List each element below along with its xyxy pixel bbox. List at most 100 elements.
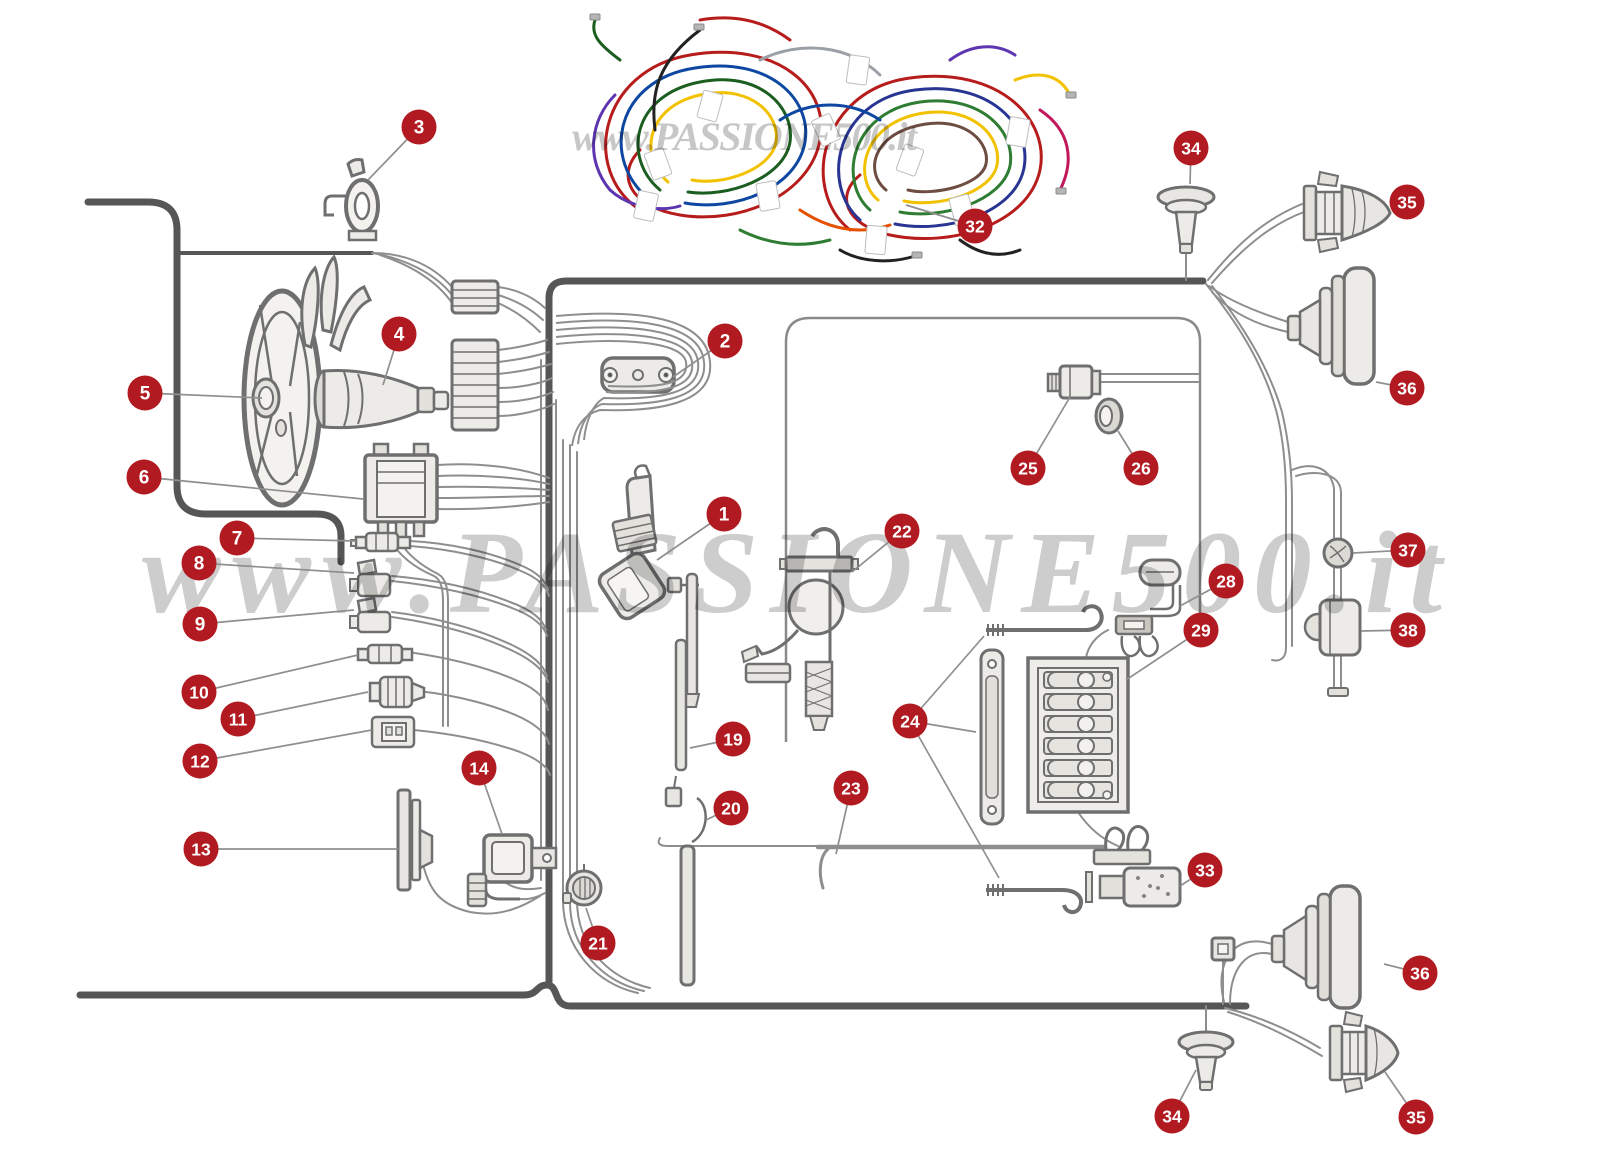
inline-fuse-10 bbox=[356, 643, 414, 665]
badge-number: 20 bbox=[721, 799, 741, 819]
oil-switch-25 bbox=[1046, 364, 1102, 400]
grommet-26 bbox=[1094, 397, 1124, 435]
horn-36-top bbox=[1286, 266, 1376, 386]
wiring-harness-photo bbox=[589, 13, 1077, 263]
badge-35-bottom[interactable]: 35 bbox=[1398, 1099, 1434, 1135]
badge-36-bottom[interactable]: 36 bbox=[1402, 955, 1438, 991]
inline-fuse-7 bbox=[350, 531, 412, 553]
badge-19[interactable]: 19 bbox=[715, 721, 751, 757]
photo-watermark: www.PASSIONE500.it bbox=[572, 114, 919, 159]
connector-stack-upper bbox=[450, 279, 500, 315]
badge-number: 22 bbox=[892, 522, 912, 542]
badge-number: 32 bbox=[965, 217, 985, 237]
leader-line bbox=[909, 635, 985, 722]
badge-8[interactable]: 8 bbox=[181, 545, 217, 581]
wiper-motor-21 bbox=[562, 864, 603, 907]
fuse-feed-connector-and-clip bbox=[1114, 614, 1159, 658]
bracket-14 bbox=[466, 833, 558, 908]
badge-14[interactable]: 14 bbox=[461, 750, 497, 786]
badge-number: 9 bbox=[195, 615, 206, 636]
junction-wire-loops bbox=[555, 312, 712, 447]
hose-clip-33-area bbox=[1085, 825, 1182, 908]
badge-33[interactable]: 33 bbox=[1187, 852, 1223, 888]
badge-number: 33 bbox=[1195, 861, 1215, 881]
badge-3[interactable]: 3 bbox=[401, 109, 437, 145]
relay-38 bbox=[1303, 598, 1362, 697]
bolt-37 bbox=[1322, 537, 1354, 569]
badge-22[interactable]: 22 bbox=[884, 513, 920, 549]
badge-number: 38 bbox=[1398, 621, 1418, 641]
spade-connector-8 bbox=[349, 558, 392, 598]
badge-6[interactable]: 6 bbox=[126, 459, 162, 495]
strip-20-and-connector bbox=[664, 775, 707, 987]
badge-number: 34 bbox=[1162, 1107, 1182, 1127]
badge-7[interactable]: 7 bbox=[219, 520, 255, 556]
badge-number: 37 bbox=[1398, 541, 1417, 561]
badge-35-top[interactable]: 35 bbox=[1389, 184, 1425, 220]
badge-38[interactable]: 38 bbox=[1390, 612, 1426, 648]
horn-36-bottom bbox=[1270, 884, 1362, 1010]
leader-line bbox=[144, 392, 263, 399]
badge-number: 5 bbox=[140, 384, 151, 405]
badge-number: 36 bbox=[1410, 964, 1430, 984]
badge-11[interactable]: 11 bbox=[220, 701, 256, 737]
badge-number: 14 bbox=[469, 759, 489, 779]
badge-37[interactable]: 37 bbox=[1390, 532, 1426, 568]
badge-5[interactable]: 5 bbox=[127, 375, 163, 411]
badge-13[interactable]: 13 bbox=[183, 831, 219, 867]
flasher-unit-1 bbox=[597, 464, 699, 621]
tie-rods-and-strap-24 bbox=[979, 604, 1104, 914]
side-lamp-35-top bbox=[1302, 170, 1392, 254]
leader-line bbox=[909, 720, 1000, 879]
badge-number: 1 bbox=[719, 505, 730, 526]
badge-number: 19 bbox=[723, 730, 743, 750]
badge-28[interactable]: 28 bbox=[1208, 563, 1244, 599]
bracket-clamp-3 bbox=[323, 158, 380, 242]
wire-runs bbox=[371, 203, 1342, 1057]
leader-line bbox=[199, 609, 355, 625]
connector-block-12 bbox=[370, 715, 416, 749]
badge-20[interactable]: 20 bbox=[713, 790, 749, 826]
badge-number: 12 bbox=[190, 752, 210, 772]
badge-32[interactable]: 32 bbox=[957, 208, 993, 244]
badge-34-top[interactable]: 34 bbox=[1173, 130, 1209, 166]
badge-23[interactable]: 23 bbox=[833, 770, 869, 806]
badge-10[interactable]: 10 bbox=[181, 674, 217, 710]
leader-line bbox=[143, 476, 364, 500]
badge-number: 2 bbox=[720, 332, 731, 353]
badge-21[interactable]: 21 bbox=[580, 925, 616, 961]
fuse-box-29 bbox=[1026, 656, 1130, 814]
badge-29[interactable]: 29 bbox=[1183, 612, 1219, 648]
fuel-sender-22 bbox=[740, 527, 859, 731]
strip-19 bbox=[674, 572, 701, 772]
badge-number: 11 bbox=[229, 710, 248, 730]
badge-number: 34 bbox=[1181, 139, 1201, 159]
leader-line bbox=[198, 654, 359, 693]
leader-line bbox=[198, 562, 355, 574]
connector-square-bottom bbox=[1210, 936, 1236, 962]
badge-26[interactable]: 26 bbox=[1123, 450, 1159, 486]
grommet-pin-34-top bbox=[1156, 185, 1216, 254]
badge-number: 35 bbox=[1397, 193, 1417, 213]
connector-stack-lower bbox=[450, 338, 500, 432]
leader-line bbox=[236, 537, 357, 542]
badge-number: 23 bbox=[841, 779, 861, 799]
badge-number: 4 bbox=[394, 325, 405, 346]
badge-2[interactable]: 2 bbox=[707, 323, 743, 359]
leader-line bbox=[199, 729, 373, 762]
badge-34-bottom[interactable]: 34 bbox=[1154, 1098, 1190, 1134]
badge-36-top[interactable]: 36 bbox=[1389, 370, 1425, 406]
side-lamp-35-bottom bbox=[1328, 1010, 1400, 1094]
badge-4[interactable]: 4 bbox=[381, 316, 417, 352]
badge-number: 13 bbox=[191, 840, 211, 860]
badge-number: 36 bbox=[1397, 379, 1417, 399]
badge-1[interactable]: 1 bbox=[706, 496, 742, 532]
voltage-regulator-6 bbox=[363, 442, 439, 542]
multi-pin-plug-11 bbox=[368, 675, 426, 709]
badge-24[interactable]: 24 bbox=[892, 703, 928, 739]
badge-9[interactable]: 9 bbox=[182, 606, 218, 642]
leader-line bbox=[237, 691, 369, 720]
badge-12[interactable]: 12 bbox=[182, 743, 218, 779]
badge-25[interactable]: 25 bbox=[1010, 450, 1046, 486]
grommet-pin-34-bottom bbox=[1177, 1030, 1235, 1091]
